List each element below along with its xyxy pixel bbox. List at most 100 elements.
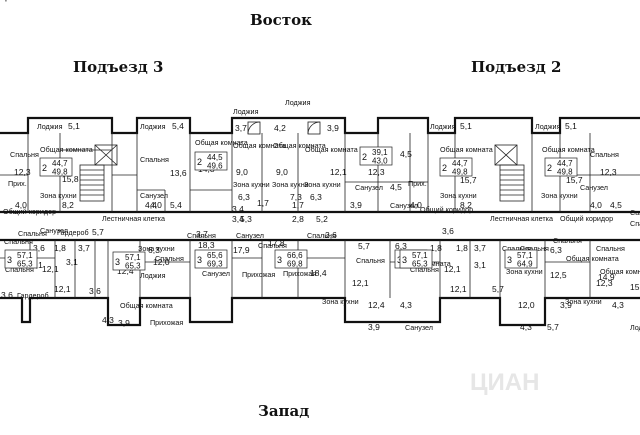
room-label: 8,2 (460, 200, 472, 210)
room-label: Лоджия (233, 107, 259, 116)
room-label: 12,1 (54, 284, 71, 294)
room-label: Лоджия (140, 271, 166, 280)
room-label: Лоджия (285, 98, 311, 107)
room-label: 3,9 (350, 200, 362, 210)
apartment-tag-box (4, 249, 38, 269)
room-label: 1,7 (292, 200, 304, 210)
room-label: 12,4 (117, 266, 134, 276)
room-label: 5,7 (492, 284, 504, 294)
apartment-tag-rooms: 2 (442, 163, 447, 173)
room-label: 12,0 (153, 257, 170, 267)
room-label: 12,1 (330, 167, 347, 177)
room-label: Общая комната (440, 145, 493, 154)
room-label: Зона кухни (233, 180, 270, 189)
room-label: 4,0 (15, 200, 27, 210)
room-label: 3,1 (474, 260, 486, 270)
room-label: Прихожая (150, 318, 183, 327)
room-label: 4,0 (410, 200, 422, 210)
apartment-tag-rooms: 3 (7, 255, 12, 265)
room-label: 4,5 (400, 149, 412, 159)
room-label: Спальня (5, 265, 34, 274)
room-label: Спальня (155, 254, 184, 263)
room-label: 3,4 (232, 204, 244, 214)
room-label: Лестничная клетка (490, 214, 553, 223)
apartment-tag-rooms: 3 (197, 255, 202, 265)
room-label: 12,0 (518, 300, 535, 310)
room-label: Санузел (202, 269, 230, 278)
room-label: Общий коридор (420, 205, 473, 214)
apartment-tag-box (359, 146, 393, 166)
room-label: 5,1 (460, 121, 472, 131)
apartment-tag-total-area: 44,5 (207, 153, 223, 162)
room-label: Общая комната (542, 145, 595, 154)
room-label: 3,9 (118, 318, 130, 328)
room-label: 4,3 (400, 300, 412, 310)
room-label: Спальня (553, 236, 582, 245)
room-label: Санузел (580, 183, 608, 192)
room-label: Спальня (307, 231, 336, 240)
room-label: 6,3 (148, 245, 160, 255)
room-label: 12,1 (444, 264, 461, 274)
room-label: Спальня (590, 150, 619, 159)
apartment-tag-box (194, 151, 228, 171)
apartment-tag-box (274, 249, 308, 269)
apartment-tag-rooms: 3 (277, 255, 282, 265)
apartment-tag-total-area: 39,1 (372, 148, 388, 157)
room-label: Общая комната (566, 254, 619, 263)
entrance-3-label: Подъезд 3 (73, 58, 164, 76)
room-label: 5,7 (358, 241, 370, 251)
room-label: 8,2 (62, 200, 74, 210)
room-label: 4,3 (612, 300, 624, 310)
room-label: 5,2 (316, 214, 328, 224)
room-label: 1,8 (430, 243, 442, 253)
room-label: 12,4 (368, 300, 385, 310)
apartment-tag-box (112, 251, 146, 271)
room-label: 17,8 (268, 238, 285, 248)
room-label: Общая комната (233, 141, 286, 150)
room-label: 15,7 (630, 282, 640, 292)
room-label: 4,4 (145, 200, 157, 210)
room-label: 1,8 (54, 243, 66, 253)
room-label: 15,7 (460, 175, 477, 185)
room-label: 12,1 (450, 284, 467, 294)
entrance-2-label: Подъезд 2 (471, 58, 562, 76)
apartment-tag-rooms: 3 (397, 255, 402, 265)
room-label: Прихожая (242, 270, 275, 279)
room-label: Лоджия (430, 122, 456, 131)
apartment-tag-total-area: 44,7 (52, 159, 68, 168)
room-label: 12,3 (600, 167, 617, 177)
room-label: 5,1 (565, 121, 577, 131)
room-label: 12,3 (14, 167, 31, 177)
room-label: Спальня (630, 219, 640, 228)
room-label: Прих. (8, 179, 27, 188)
room-label: 3,7 (196, 229, 208, 239)
room-label: 14,9 (598, 272, 615, 282)
room-label: 3,4 (232, 214, 244, 224)
apartment-tag-living-area: 49,8 (557, 168, 573, 177)
room-label: Спальня (258, 241, 287, 250)
apartment-tag-living-area: 49,8 (52, 168, 68, 177)
room-label: Прихожая (0, 0, 33, 2)
apartment-tag-living-area: 69,8 (287, 260, 303, 269)
apartment-tag-living-area: 69,3 (207, 260, 223, 269)
room-label: 3,1 (66, 257, 78, 267)
room-label: 3,9 (368, 322, 380, 332)
room-label: Общий коридор (3, 207, 56, 216)
room-label: Зона кухни (304, 180, 341, 189)
apartment-tag-living-area: 49,6 (207, 162, 223, 171)
room-label: Прихожая (283, 269, 316, 278)
room-label: 3,7 (474, 243, 486, 253)
room-label: Зона кухни (322, 297, 359, 306)
apartment-tag-total-area: 44,7 (452, 159, 468, 168)
room-label: Лоджия (140, 122, 166, 131)
room-label: Общая комната (40, 145, 93, 154)
apartment-tag-living-area: 65,3 (17, 260, 33, 269)
room-label: Лоджия (630, 323, 640, 332)
room-label: 1,8 (456, 243, 468, 253)
room-label: 6,3 (550, 245, 562, 255)
room-label: 6,3 (238, 192, 250, 202)
